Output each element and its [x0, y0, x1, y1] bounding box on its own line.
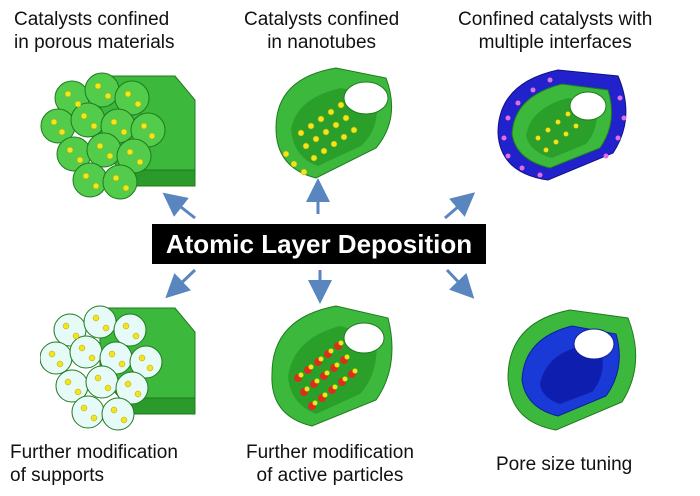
porous-bundle-figure — [40, 72, 196, 200]
caption-bot-mid: Further modification of active particles — [246, 442, 414, 486]
modified-particles-figure — [271, 305, 393, 427]
caption-top-left: Catalysts confined in porous materials — [14, 9, 175, 53]
pore-tuning-figure — [507, 309, 637, 431]
caption-top-right: Confined catalysts with multiple interfa… — [458, 9, 653, 53]
center-label: Atomic Layer Deposition — [152, 224, 486, 264]
nanotube-figure — [275, 67, 393, 179]
arrow-bot-right — [445, 268, 475, 299]
caption-bot-left: Further modification of supports — [10, 442, 178, 486]
arrow-bot-left — [165, 268, 197, 299]
multi-interface-figure — [497, 69, 627, 181]
arrow-top-right — [444, 192, 476, 220]
caption-top-mid: Catalysts confined in nanotubes — [244, 9, 400, 53]
arrow-top-left — [162, 192, 196, 220]
modified-support-figure — [40, 305, 196, 431]
active-particles — [294, 340, 358, 410]
caption-bot-right: Pore size tuning — [496, 454, 633, 475]
